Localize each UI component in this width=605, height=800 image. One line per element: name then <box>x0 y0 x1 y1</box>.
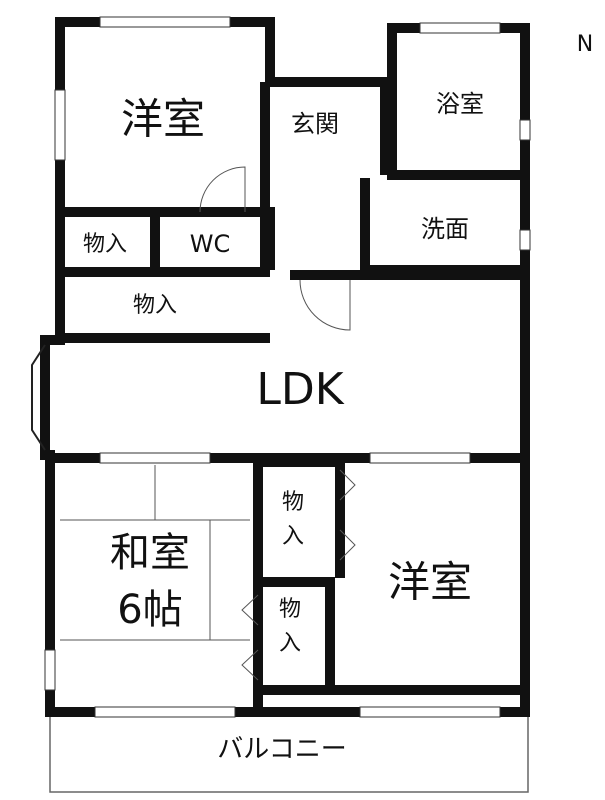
room-storage-v1-line2: 入 <box>282 524 304 549</box>
room-storage-v2-line2: 入 <box>279 631 301 656</box>
room-western-south: 洋室 <box>388 558 472 607</box>
doors <box>199 166 356 681</box>
room-japanese-line1: 和室 <box>110 530 190 576</box>
bay-window <box>31 344 46 451</box>
windows <box>44 16 531 718</box>
compass-north: N <box>577 32 593 57</box>
room-bathroom: 浴室 <box>436 90 484 118</box>
room-storage-v1-line1: 物 <box>282 490 304 515</box>
room-japanese-line2: 6帖 <box>117 587 182 633</box>
room-entrance: 玄関 <box>291 110 339 138</box>
room-storage-wide: 物入 <box>133 293 177 318</box>
balcony-label: バルコニー <box>217 735 346 765</box>
room-western-north: 洋室 <box>121 95 205 144</box>
room-ldk: LDK <box>256 364 344 415</box>
tatami-lines <box>60 465 250 641</box>
room-storage-small: 物入 <box>83 232 127 257</box>
room-wc: WC <box>190 230 231 258</box>
room-washroom: 洗面 <box>421 215 469 243</box>
room-storage-v2-line1: 物 <box>279 597 301 622</box>
interior-walls <box>50 28 525 712</box>
